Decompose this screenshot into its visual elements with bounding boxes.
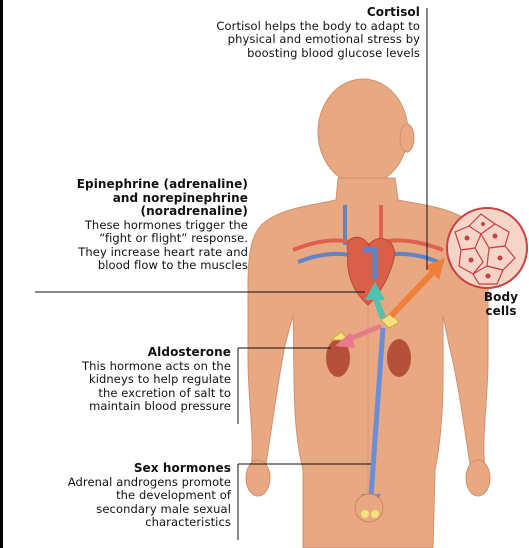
aldosterone-desc-line: maintain blood pressure [23, 400, 231, 414]
epinephrine-title-line: and norepinephrine [23, 192, 248, 206]
sex-hormones-desc-line: the development of [23, 489, 231, 503]
right-hand [466, 460, 490, 496]
aldosterone-desc-line: This hormone acts on the [23, 360, 231, 374]
aldosterone-label: Aldosterone This hormone acts on the kid… [23, 346, 231, 414]
aldosterone-title: Aldosterone [23, 346, 231, 360]
cortisol-desc-line: physical and emotional stress by [120, 33, 420, 47]
epinephrine-desc-line: They increase heart rate and [23, 246, 248, 260]
head [318, 79, 408, 185]
body-cells-label: Body cells [475, 290, 527, 318]
ear [400, 124, 414, 152]
left-hand [246, 460, 270, 496]
aldosterone-desc-line: the excretion of salt to [23, 387, 231, 401]
aldosterone-desc-line: kidneys to help regulate [23, 373, 231, 387]
epinephrine-label: Epinephrine (adrenaline) and norepinephr… [23, 178, 248, 273]
sex-hormones-desc-line: Adrenal androgens promote [23, 476, 231, 490]
cortisol-desc-line: Cortisol helps the body to adapt to [120, 20, 420, 34]
body-cells-label-line: cells [475, 304, 527, 318]
cortisol-desc-line: boosting blood glucose levels [120, 47, 420, 61]
sex-hormones-label: Sex hormones Adrenal androgens promote t… [23, 462, 231, 530]
genital-organ [355, 494, 383, 522]
epinephrine-desc-line: “fight or flight” response. [23, 232, 248, 246]
sex-hormones-desc-line: characteristics [23, 516, 231, 530]
right-kidney [387, 339, 411, 377]
body-cells-circle [447, 208, 527, 288]
epinephrine-desc-line: blood flow to the muscles [23, 259, 248, 273]
epinephrine-title-line: (noradrenaline) [23, 205, 248, 219]
epinephrine-title-line: Epinephrine (adrenaline) [23, 178, 248, 192]
body-cells-label-line: Body [475, 290, 527, 304]
cortisol-label: Cortisol Cortisol helps the body to adap… [120, 6, 420, 60]
cortisol-title: Cortisol [120, 6, 420, 20]
sex-hormones-title: Sex hormones [23, 462, 231, 476]
sex-hormones-desc-line: secondary male sexual [23, 503, 231, 517]
epinephrine-desc-line: These hormones trigger the [23, 219, 248, 233]
